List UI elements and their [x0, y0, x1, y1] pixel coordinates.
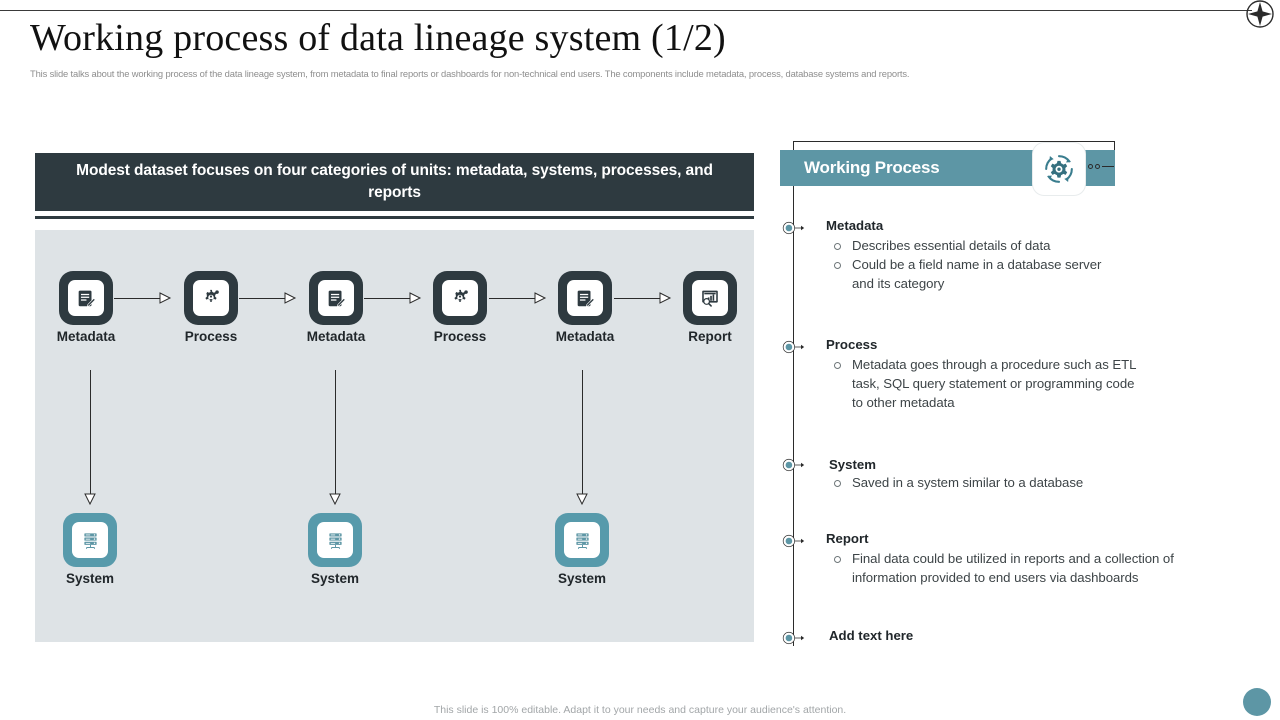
flow-arrow-icon	[284, 292, 297, 304]
timeline-bullets: Final data could be utilized in reports …	[830, 549, 1250, 587]
bullet-item: Describes essential details of data	[830, 236, 1250, 255]
page-title: Working process of data lineage system (…	[30, 17, 726, 59]
dot-icon	[1088, 164, 1093, 169]
header-divider	[0, 10, 1252, 11]
flow-connector	[114, 298, 160, 299]
flow-arrow-icon	[534, 292, 547, 304]
timeline-heading: System	[829, 457, 876, 472]
document-edit-icon	[68, 280, 104, 316]
database-server-icon	[72, 522, 108, 558]
report-chart-search-icon	[692, 280, 728, 316]
timeline-heading: Report	[826, 531, 869, 546]
flow-node-system-2[interactable]: System	[308, 513, 362, 586]
flow-connector	[239, 298, 285, 299]
database-server-icon	[317, 522, 353, 558]
timeline-marker-icon	[782, 534, 805, 548]
gear-settings-icon	[193, 280, 229, 316]
dot-connector-line	[1102, 166, 1114, 167]
timeline-marker-icon	[782, 631, 805, 645]
document-edit-icon	[318, 280, 354, 316]
timeline-bullets: Metadata goes through a procedure such a…	[830, 355, 1250, 412]
bullet-item: Saved in a system similar to a database	[830, 473, 1250, 492]
flow-node-label: System	[310, 571, 360, 586]
timeline-spine	[793, 186, 794, 646]
flow-connector	[364, 298, 410, 299]
bullet-item: Metadata goes through a procedure such a…	[830, 355, 1148, 412]
timeline-marker-icon	[782, 221, 805, 235]
timeline-heading: Metadata	[826, 218, 884, 233]
timeline-bullets: Saved in a system similar to a database	[830, 473, 1250, 492]
page-subtitle: This slide talks about the working proce…	[30, 68, 910, 79]
flow-node-report[interactable]: Report	[683, 271, 737, 344]
flow-node-metadata-1[interactable]: Metadata	[57, 271, 115, 344]
left-banner: Modest dataset focuses on four categorie…	[35, 153, 754, 211]
flow-arrow-down-icon	[329, 493, 341, 506]
timeline-bullets: Describes essential details of data Coul…	[830, 236, 1250, 293]
flow-connector	[614, 298, 660, 299]
flow-node-label: Process	[184, 329, 238, 344]
left-banner-underline	[35, 216, 754, 219]
bullet-item: Could be a field name in a database serv…	[830, 255, 1110, 293]
working-process-title: Working Process	[804, 158, 940, 177]
timeline-heading: Add text here	[829, 628, 914, 643]
flow-node-label: System	[65, 571, 115, 586]
header-dots-connector	[1088, 164, 1114, 169]
left-banner-text: Modest dataset focuses on four categorie…	[76, 162, 713, 201]
flow-node-process-2[interactable]: Process	[433, 271, 487, 344]
flow-arrow-icon	[159, 292, 172, 304]
corner-accent-dot	[1243, 688, 1271, 716]
process-cycle-gear-icon	[1032, 142, 1086, 196]
flow-connector	[489, 298, 535, 299]
flow-node-label: Report	[688, 329, 732, 344]
timeline-heading: Process	[826, 337, 878, 352]
bullet-item: Final data could be utilized in reports …	[830, 549, 1230, 587]
four-point-star-icon	[1246, 0, 1274, 28]
footer-note: This slide is 100% editable. Adapt it to…	[433, 704, 847, 716]
flow-arrow-down-icon	[576, 493, 588, 506]
dot-icon	[1095, 164, 1100, 169]
flow-diagram-panel	[35, 230, 754, 642]
flow-arrow-down-icon	[84, 493, 96, 506]
database-server-icon	[564, 522, 600, 558]
flow-node-label: Metadata	[306, 329, 366, 344]
flow-node-system-1[interactable]: System	[63, 513, 117, 586]
document-edit-icon	[567, 280, 603, 316]
flow-connector-vertical	[582, 370, 583, 495]
flow-node-metadata-3[interactable]: Metadata	[556, 271, 614, 344]
timeline-marker-icon	[782, 458, 805, 472]
flow-arrow-icon	[659, 292, 672, 304]
flow-node-label: Metadata	[555, 329, 615, 344]
timeline-marker-icon	[782, 340, 805, 354]
flow-node-label: Process	[433, 329, 487, 344]
flow-node-process-1[interactable]: Process	[184, 271, 238, 344]
flow-node-label: System	[557, 571, 607, 586]
flow-connector-vertical	[335, 370, 336, 495]
flow-arrow-icon	[409, 292, 422, 304]
flow-connector-vertical	[90, 370, 91, 495]
flow-node-label: Metadata	[56, 329, 116, 344]
gear-settings-icon	[442, 280, 478, 316]
flow-node-metadata-2[interactable]: Metadata	[307, 271, 365, 344]
flow-node-system-3[interactable]: System	[555, 513, 609, 586]
